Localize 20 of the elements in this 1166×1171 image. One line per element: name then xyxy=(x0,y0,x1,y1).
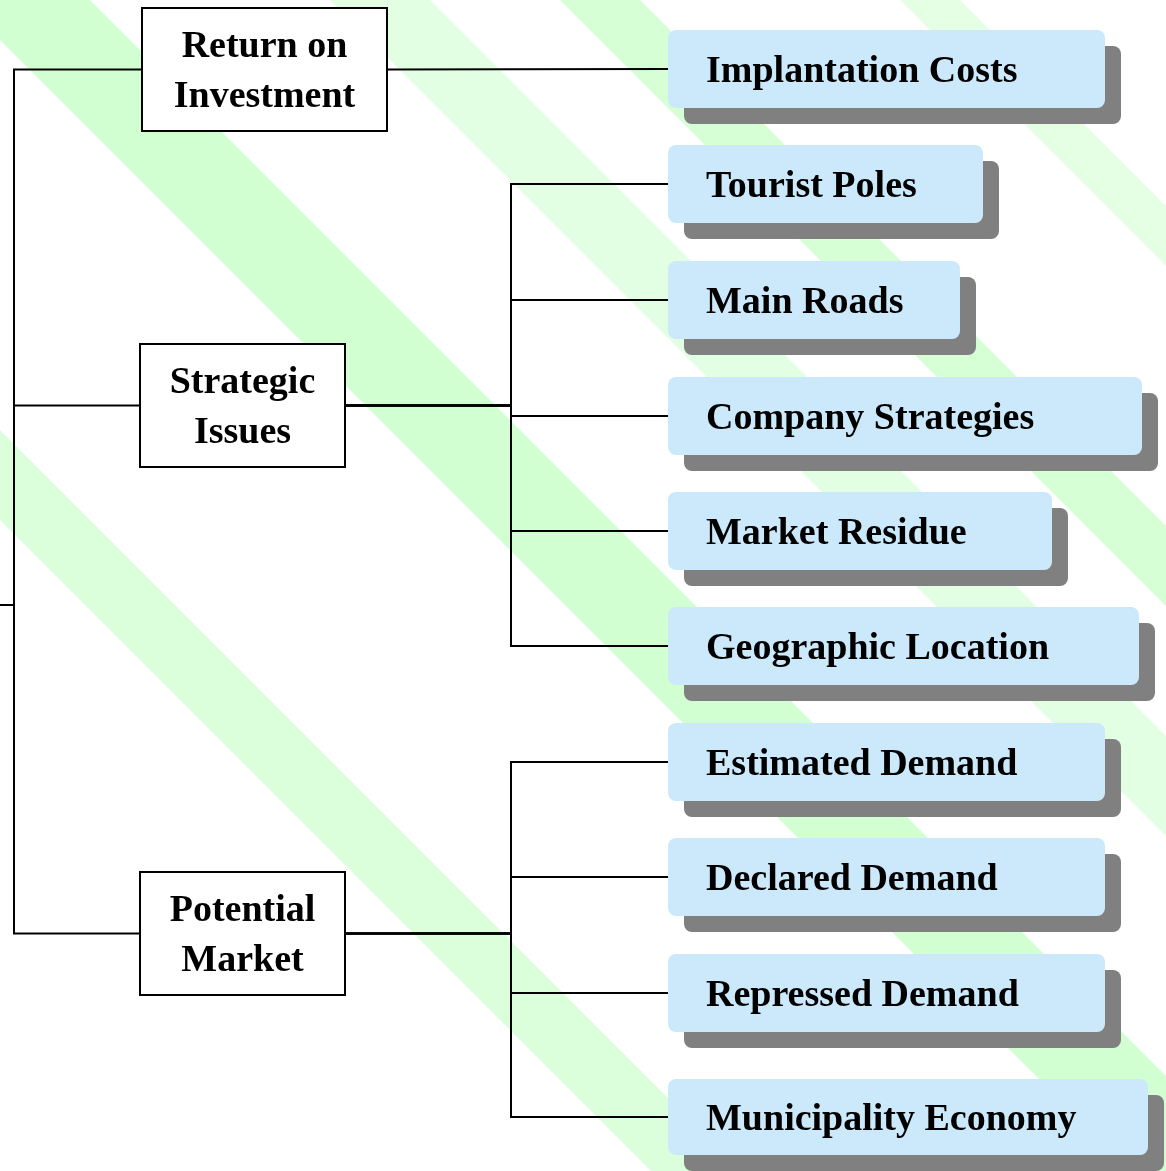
category-box xyxy=(141,7,388,132)
node-label: Company Strategies xyxy=(706,394,1035,438)
category-box xyxy=(139,871,346,996)
connector-line xyxy=(387,68,669,71)
node-label: Geographic Location xyxy=(706,624,1050,668)
node-label: Implantation Costs xyxy=(706,47,1018,91)
connector-line xyxy=(0,604,140,935)
node-label: Declared Demand xyxy=(706,855,998,899)
node-label: Potential Market xyxy=(168,886,317,981)
connector-line xyxy=(345,932,669,1118)
node-label: Repressed Demand xyxy=(706,971,1019,1015)
node-label: Tourist Poles xyxy=(706,162,917,206)
node-label: Municipality Economy xyxy=(706,1095,1077,1139)
node-label: Strategic Issues xyxy=(168,358,317,453)
node-label: Return on Investment xyxy=(172,22,357,117)
node-label: Estimated Demand xyxy=(706,740,1018,784)
node-label: Market Residue xyxy=(706,509,967,553)
node-label: Main Roads xyxy=(706,278,904,322)
connector-line xyxy=(345,404,669,647)
category-box xyxy=(139,343,346,468)
